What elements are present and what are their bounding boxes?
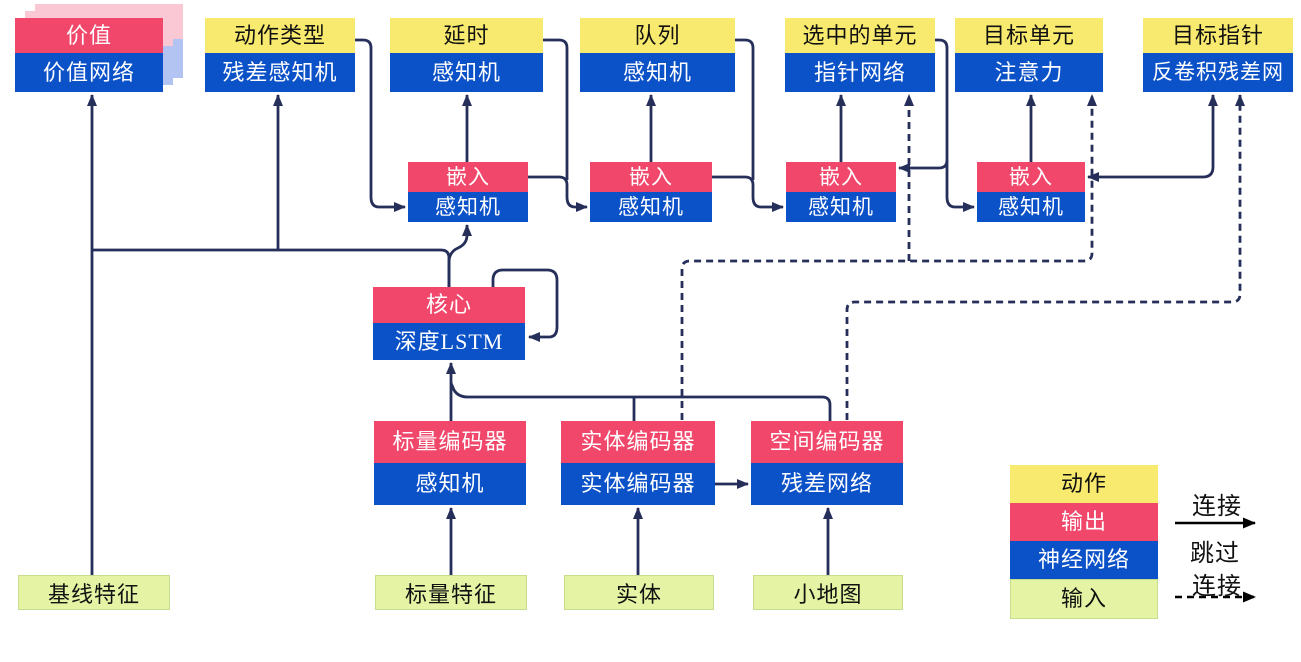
embedding1-label: 嵌入 bbox=[408, 162, 528, 192]
selected-units-label: 选中的单元 bbox=[785, 18, 935, 53]
node-action-type: 动作类型 残差感知机 bbox=[205, 18, 355, 92]
legend-arrows bbox=[1175, 517, 1256, 603]
delay-label: 延时 bbox=[390, 18, 543, 53]
node-selected-units: 选中的单元 指针网络 bbox=[785, 18, 935, 92]
core-network-label: 深度LSTM bbox=[373, 323, 525, 360]
spatial-encoder-label: 空间编码器 bbox=[751, 421, 903, 463]
scalar-encoder-label: 标量编码器 bbox=[374, 421, 526, 463]
node-delay: 延时 感知机 bbox=[390, 18, 543, 92]
node-embedding-3: 嵌入 感知机 bbox=[786, 162, 896, 222]
scalar-encoder-network-label: 感知机 bbox=[374, 463, 526, 505]
node-target-unit: 目标单元 注意力 bbox=[955, 18, 1103, 92]
input-minimap: 小地图 bbox=[753, 575, 903, 610]
legend-skip-label-line2: 连接 bbox=[1192, 574, 1242, 600]
solid-connections bbox=[87, 38, 1218, 575]
input-entities: 实体 bbox=[564, 575, 714, 610]
node-spatial-encoder: 空间编码器 残差网络 bbox=[751, 421, 903, 505]
entity-encoder-network-label: 实体编码器 bbox=[561, 463, 715, 505]
target-unit-label: 目标单元 bbox=[955, 18, 1103, 53]
queued-network-label: 感知机 bbox=[580, 53, 735, 92]
legend-connection-label: 连接 bbox=[1192, 494, 1242, 520]
node-embedding-1: 嵌入 感知机 bbox=[408, 162, 528, 222]
input-scalar-features: 标量特征 bbox=[375, 575, 527, 610]
node-value: 价值 价值网络 bbox=[15, 4, 183, 92]
spatial-encoder-network-label: 残差网络 bbox=[751, 463, 903, 505]
target-point-network-label: 反卷积残差网 bbox=[1143, 53, 1293, 92]
skip-connections bbox=[680, 94, 1245, 420]
legend-output-swatch: 输出 bbox=[1010, 503, 1158, 541]
entity-encoder-label: 实体编码器 bbox=[561, 421, 715, 463]
legend-network-swatch: 神经网络 bbox=[1010, 541, 1158, 579]
input-baseline-features: 基线特征 bbox=[18, 575, 170, 610]
embedding4-network-label: 感知机 bbox=[977, 192, 1085, 222]
legend-skip-label-line1: 跳过 bbox=[1190, 541, 1240, 567]
embedding2-network-label: 感知机 bbox=[590, 192, 712, 222]
node-core: 核心 深度LSTM bbox=[373, 287, 525, 360]
selected-units-network-label: 指针网络 bbox=[785, 53, 935, 92]
legend-action-swatch: 动作 bbox=[1010, 465, 1158, 503]
action-type-network-label: 残差感知机 bbox=[205, 53, 355, 92]
legend-input-swatch: 输入 bbox=[1010, 579, 1158, 619]
target-unit-network-label: 注意力 bbox=[955, 53, 1103, 92]
target-point-label: 目标指针 bbox=[1143, 18, 1293, 53]
node-scalar-encoder: 标量编码器 感知机 bbox=[374, 421, 526, 505]
node-queued: 队列 感知机 bbox=[580, 18, 735, 92]
embedding3-label: 嵌入 bbox=[786, 162, 896, 192]
node-entity-encoder: 实体编码器 实体编码器 bbox=[561, 421, 715, 505]
embedding2-label: 嵌入 bbox=[590, 162, 712, 192]
delay-network-label: 感知机 bbox=[390, 53, 543, 92]
core-label: 核心 bbox=[373, 287, 525, 323]
embedding4-label: 嵌入 bbox=[977, 162, 1085, 192]
node-embedding-4: 嵌入 感知机 bbox=[977, 162, 1085, 222]
embedding3-network-label: 感知机 bbox=[786, 192, 896, 222]
action-type-label: 动作类型 bbox=[205, 18, 355, 53]
queued-label: 队列 bbox=[580, 18, 735, 53]
node-embedding-2: 嵌入 感知机 bbox=[590, 162, 712, 222]
legend-color-key: 动作 输出 神经网络 输入 bbox=[1010, 465, 1158, 619]
value-output-label: 价值 bbox=[15, 18, 163, 53]
node-target-point: 目标指针 反卷积残差网 bbox=[1143, 18, 1293, 92]
value-network-label: 价值网络 bbox=[15, 53, 163, 92]
embedding1-network-label: 感知机 bbox=[408, 192, 528, 222]
